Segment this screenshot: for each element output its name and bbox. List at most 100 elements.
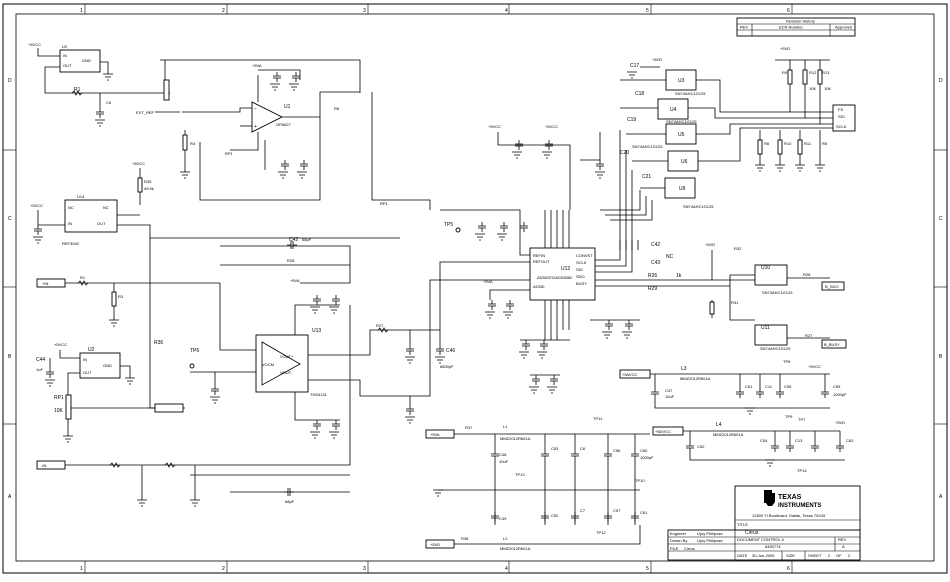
- c62-label: C62: [846, 438, 854, 443]
- c42-label: C42: [651, 242, 660, 248]
- title-value: Cirrus: [745, 530, 759, 536]
- net-vin-minus: -IN: [41, 463, 46, 468]
- net-5vcc-4: +5VCC: [54, 342, 67, 347]
- title-block: TEXAS INSTRUMENTS 12500 TI Boulevard. Da…: [667, 485, 861, 561]
- svg-text:AGND: AGND: [533, 284, 545, 289]
- tp10-label: TP10: [635, 478, 645, 483]
- header-pin-sdi: SDI: [838, 114, 845, 119]
- tp6-label: TP6: [190, 348, 199, 354]
- c46-label: C46: [446, 348, 455, 354]
- c-label-1: C6: [106, 100, 112, 105]
- u12-label: U12: [561, 266, 570, 272]
- r35-label: R35: [144, 179, 152, 184]
- c60-label: C60: [640, 448, 648, 453]
- u2-pin-out: OUT: [83, 370, 92, 375]
- logo-text-2: INSTRUMENTS: [778, 503, 821, 509]
- c50-label: C50: [697, 444, 705, 449]
- file-label: FILE: [670, 546, 679, 551]
- net-5va-1: +5VA: [252, 63, 262, 68]
- row-label-a: A: [8, 494, 12, 500]
- c47-value: 10uF: [665, 394, 675, 399]
- ref-pot: [163, 79, 170, 101]
- buffer-u10: [754, 264, 788, 286]
- l3-part: MMZ2012R601A: [680, 376, 711, 381]
- approved-column-header: Approved: [835, 25, 852, 30]
- c21-label: C21: [642, 174, 651, 180]
- rp1-pot: [65, 394, 72, 420]
- row-label-a2: A: [939, 494, 943, 500]
- c55-label: C55: [784, 384, 792, 389]
- u2-pin-in: IN: [83, 357, 87, 362]
- opa627-opamp: [251, 101, 284, 133]
- cap-68pf-1: 68pF: [302, 237, 312, 242]
- r3-label: R3: [118, 294, 124, 299]
- bsdo-port[interactable]: [821, 281, 845, 291]
- u14-pin-in: IN: [68, 221, 72, 226]
- net-5vcc-2: +5VCC: [132, 161, 145, 166]
- u14-pin-nc2: NC: [103, 205, 109, 210]
- u3-label: U3: [678, 78, 685, 84]
- pin-in: IN: [63, 53, 67, 58]
- bbusy-port[interactable]: [821, 339, 847, 349]
- of-value: 2: [848, 553, 851, 558]
- u4-part: SN74AHC1G125: [666, 119, 697, 124]
- u13-label: U13: [312, 328, 321, 334]
- row-label-d: D: [8, 78, 12, 84]
- date-value: 30-Jun-2005: [752, 553, 775, 558]
- c49-label: C49: [499, 516, 507, 521]
- u14-label: U14: [77, 194, 85, 199]
- logo-text-1: TEXAS: [778, 494, 802, 501]
- file-value: Cirrus: [684, 546, 695, 551]
- r27-label: R27: [376, 323, 384, 328]
- c48-value: 10uF: [499, 459, 509, 464]
- l1-part: MMZ2012R601A: [500, 436, 531, 441]
- u2-label: U2: [88, 347, 95, 353]
- revision-history-title: Revision History: [786, 19, 815, 24]
- c43-label: C43: [651, 260, 660, 266]
- c61-label: C61: [640, 510, 648, 515]
- l4-label: L4: [716, 422, 722, 428]
- ads8382-adc: [529, 247, 596, 301]
- row-label-d2: D: [939, 78, 943, 84]
- c20-label: C20: [620, 150, 629, 156]
- c47-label: C47: [665, 388, 673, 393]
- net-ext-ref: EXT_REF: [136, 110, 155, 115]
- r13-label: R13: [822, 70, 830, 75]
- svg-text:SDI: SDI: [576, 267, 583, 272]
- engineer-label: Engineer: [670, 531, 687, 536]
- l4-part: MMZ2012R601A: [713, 432, 744, 437]
- net-5vd-3: +5VD: [705, 242, 715, 247]
- u10-part: SN74AHC1G125: [762, 290, 793, 295]
- revision-history-table: Revision History REV ECN Number Approved: [736, 17, 856, 37]
- r-out2-label: R27: [805, 333, 813, 338]
- regulator-ic: [59, 49, 101, 73]
- regulator-ic-2: [79, 352, 121, 379]
- net-b-busy: B_BUSY: [824, 342, 840, 347]
- buffer-u4: [657, 98, 689, 120]
- c18-label: C18: [635, 91, 644, 97]
- rp1-label: RP1: [54, 395, 64, 401]
- svg-text:VOUT+: VOUT+: [280, 354, 294, 359]
- header-pin-sclk: SCLK: [836, 124, 847, 129]
- col-label-5: 5: [646, 8, 649, 14]
- l1-label: L1: [503, 424, 508, 429]
- tp8-label: TP8: [783, 359, 791, 364]
- rp1-value: 10K: [54, 408, 64, 414]
- r-in1-label: R1: [80, 275, 86, 280]
- c52-label: C52: [551, 513, 559, 518]
- net-5vcc-7: +5VCC: [808, 364, 821, 369]
- u14-part: REF3040: [62, 241, 80, 246]
- r26-value: 1k: [676, 273, 682, 279]
- net-5avcc-1: +5AVCC: [622, 372, 637, 377]
- tp13-label: TP13: [515, 472, 525, 477]
- col-label-3: 3: [363, 8, 366, 14]
- sheet-label: SHEET: [808, 553, 822, 558]
- col-label-3b: 3: [363, 566, 366, 572]
- col-label-1b: 1: [80, 566, 83, 572]
- r12-value: 10K: [809, 86, 816, 91]
- col-label-5b: 5: [646, 566, 649, 572]
- rev-column-header: REV: [740, 25, 749, 30]
- l2-part: MMZ2012R601A: [500, 546, 531, 551]
